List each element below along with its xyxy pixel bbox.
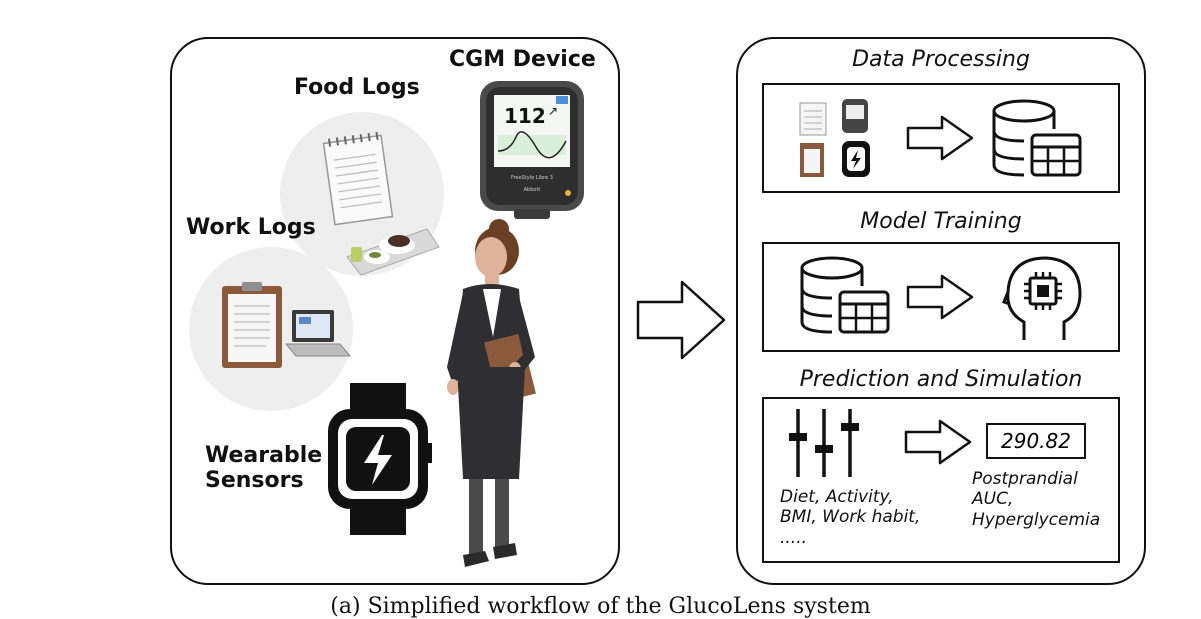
work-logs-illustration (189, 247, 353, 411)
model-training-box (762, 242, 1120, 352)
cgm-device-illustration: 112 ↗ FreeStyle Libre 3 Abbott (480, 81, 584, 219)
model-inputs-text: Diet, Activity, BMI, Work habit, ..... (780, 487, 921, 548)
food-logs-label: Food Logs (294, 75, 420, 100)
database-table-icon (992, 99, 1082, 177)
prediction-output-value: 290.82 (986, 423, 1086, 459)
work-logs-label: Work Logs (186, 215, 316, 240)
train-arrow-icon (906, 274, 974, 320)
model-outputs-text: Postprandial AUC, Hyperglycemia (972, 469, 1101, 530)
cgm-device-label: CGM Device (449, 47, 596, 72)
sliders-icon (789, 409, 859, 477)
wearable-watch-icon (328, 383, 432, 535)
source-icons (799, 99, 870, 177)
svg-text:Abbott: Abbott (524, 187, 541, 193)
pipeline-panel: Data Processing Mo (736, 37, 1146, 585)
wearable-sensors-label: Wearable Sensors (205, 443, 323, 494)
cgm-reading-text: 112 (504, 104, 546, 128)
svg-text:↗: ↗ (548, 104, 558, 118)
ai-head-icon (1002, 256, 1082, 340)
data-processing-box (762, 83, 1120, 193)
prediction-box: 290.82 Diet, Activity, BMI, Work habit, … (762, 397, 1120, 563)
process-arrow-icon (906, 115, 974, 161)
database-table-icon (800, 256, 890, 334)
prediction-simulation-title: Prediction and Simulation (799, 367, 1083, 392)
food-logs-illustration (280, 112, 444, 276)
model-training-title: Model Training (860, 209, 1022, 234)
woman-illustration (447, 219, 536, 567)
center-arrow-icon (636, 280, 726, 360)
data-sources-panel: 112 ↗ FreeStyle Libre 3 Abbott (170, 37, 620, 585)
predict-arrow-icon (904, 419, 972, 465)
figure-caption: (a) Simplified workflow of the GlucoLens… (330, 594, 871, 619)
svg-text:FreeStyle Libre 3: FreeStyle Libre 3 (511, 175, 553, 181)
data-processing-title: Data Processing (852, 47, 1030, 72)
